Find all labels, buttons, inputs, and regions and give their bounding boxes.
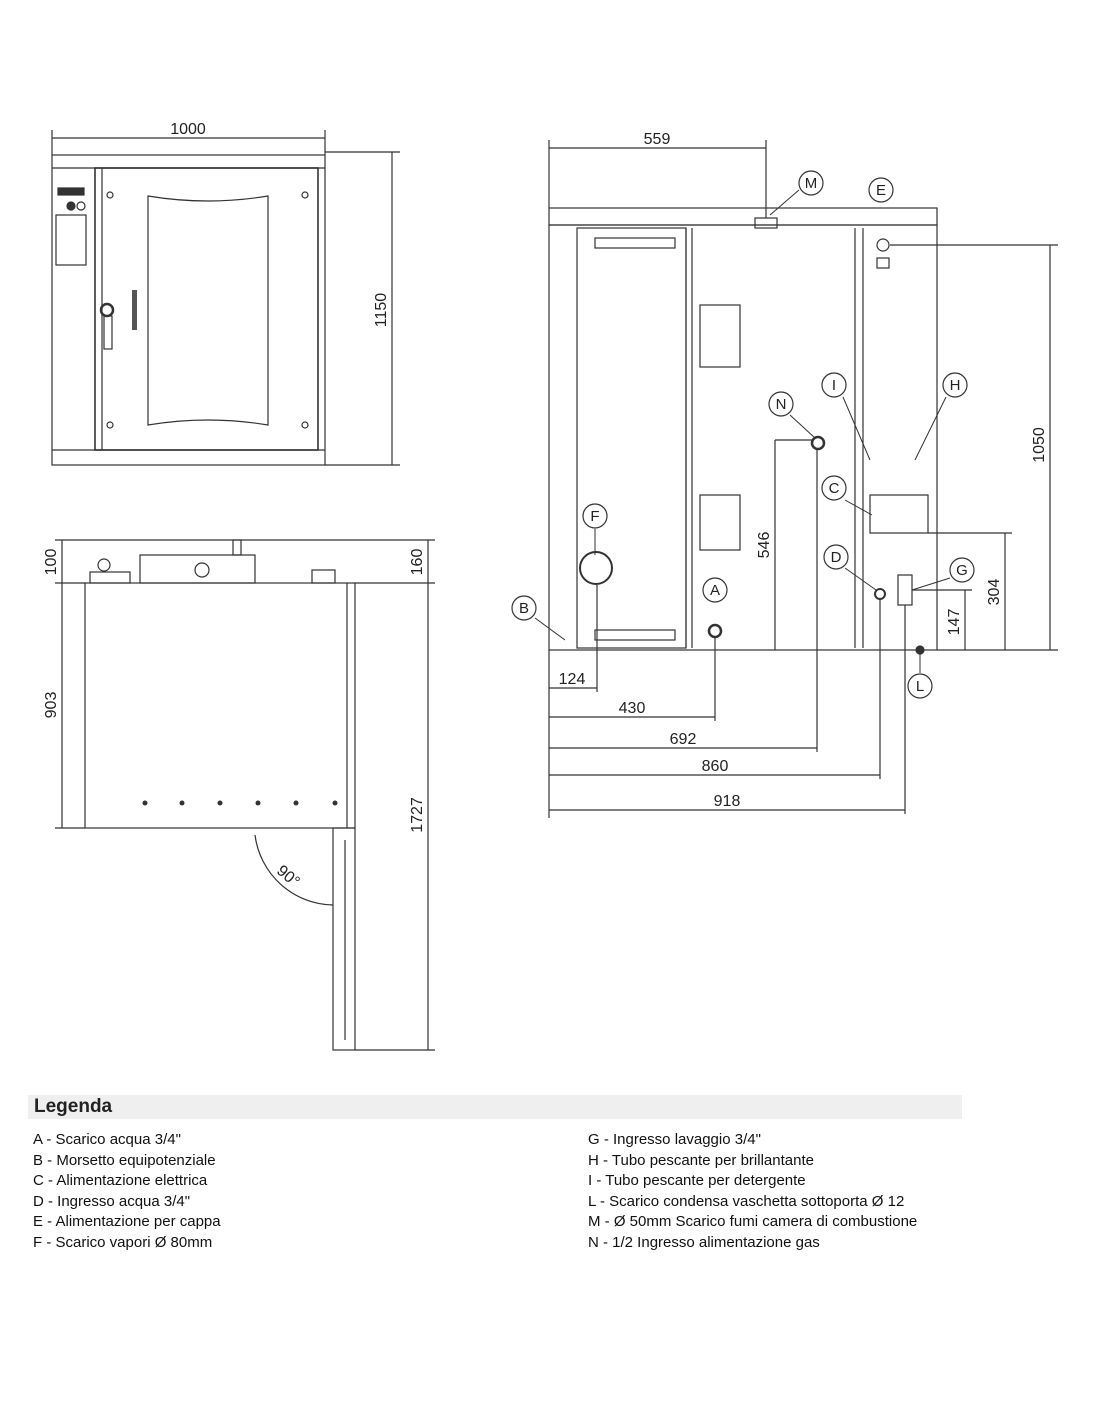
callout-e: E — [876, 182, 886, 199]
callouts: M E I H N C F D G A B L — [511, 170, 975, 699]
front-view — [51, 130, 400, 466]
dim-147: 147 — [946, 609, 963, 636]
callout-m: M — [805, 175, 818, 192]
dim-692: 692 — [670, 731, 697, 748]
legend-item: N - 1/2 Ingresso alimentazione gas — [588, 1233, 820, 1251]
callout-l: L — [916, 678, 924, 695]
dim-body: 903 — [43, 692, 60, 719]
legend-item: D - Ingresso acqua 3/4" — [33, 1192, 191, 1210]
dim-124: 124 — [559, 671, 586, 688]
legend-item: E - Alimentazione per cappa — [33, 1213, 221, 1231]
legend-column-right: G - Ingresso lavaggio 3/4" H - Tubo pesc… — [588, 1130, 917, 1254]
legend-title: Legenda — [34, 1096, 113, 1117]
legend-item: G - Ingresso lavaggio 3/4" — [588, 1131, 761, 1148]
dim-rear-height: 1050 — [1031, 427, 1048, 463]
technical-drawing: 1000 1150 100 160 903 1727 90° 559 1050 … — [43, 121, 1058, 1051]
dim-width: 1000 — [170, 121, 206, 138]
callout-a: A — [710, 582, 720, 599]
dim-top-right: 160 — [409, 549, 426, 576]
callout-h: H — [950, 377, 961, 394]
legend-item: L - Scarico condensa vaschetta sottoport… — [588, 1192, 905, 1210]
legend-item: H - Tubo pescante per brillantante — [588, 1151, 814, 1169]
dim-rear-top: 559 — [644, 131, 671, 148]
legend-item: B - Morsetto equipotenziale — [33, 1151, 216, 1169]
callout-i: I — [832, 377, 836, 394]
dim-angle: 90° — [273, 862, 302, 891]
legend-item: I - Tubo pescante per detergente — [588, 1172, 806, 1190]
dim-total: 1727 — [409, 797, 426, 833]
rear-view — [548, 140, 1058, 818]
legend-item: A - Scarico acqua 3/4" — [33, 1131, 181, 1148]
callout-d: D — [831, 549, 842, 566]
dim-height: 1150 — [373, 293, 390, 328]
dim-860: 860 — [702, 758, 729, 775]
dim-430: 430 — [619, 700, 646, 717]
legend-column-left: A - Scarico acqua 3/4" B - Morsetto equi… — [33, 1130, 221, 1254]
callout-n: N — [776, 396, 787, 413]
callout-c: C — [829, 480, 840, 497]
brand-logo — [57, 187, 85, 196]
callout-b: B — [519, 600, 529, 617]
dim-918: 918 — [714, 793, 741, 810]
dim-304: 304 — [986, 579, 1003, 606]
legend-header: Legenda — [28, 1095, 962, 1119]
callout-f: F — [590, 508, 599, 525]
dim-546: 546 — [756, 532, 773, 559]
legend-item: M - Ø 50mm Scarico fumi camera di combus… — [588, 1213, 918, 1231]
legend-item: C - Alimentazione elettrica — [33, 1172, 208, 1190]
legend-item: F - Scarico vapori Ø 80mm — [33, 1233, 213, 1251]
dim-top: 100 — [43, 549, 60, 576]
side-view — [55, 539, 435, 1051]
callout-g: G — [956, 562, 968, 579]
